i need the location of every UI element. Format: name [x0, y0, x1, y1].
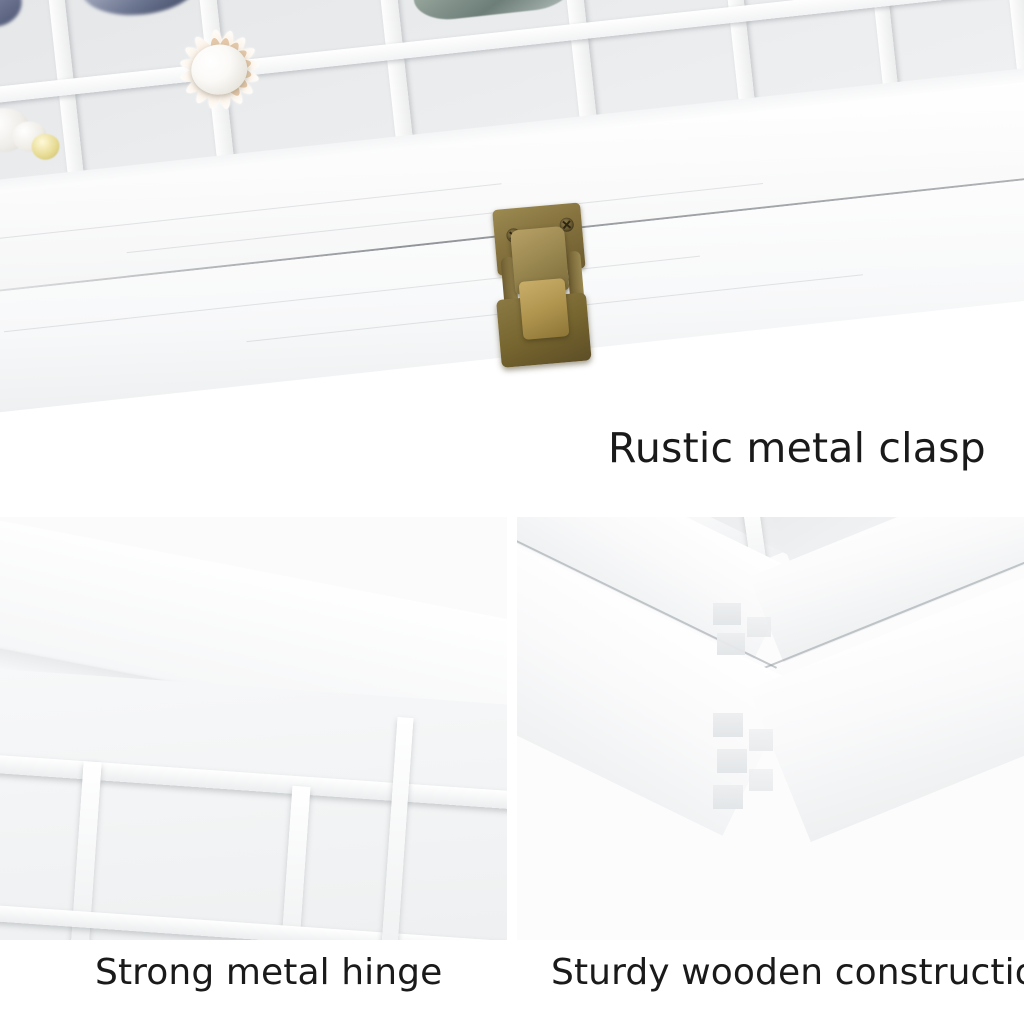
- finger-joint: [749, 729, 773, 751]
- divider-horizontal: [0, 750, 507, 817]
- finger-joint: [713, 785, 743, 809]
- caption-sturdy-wooden-construction: Sturdy wooden construction: [551, 952, 1024, 993]
- divider-vertical: [376, 716, 414, 940]
- finger-joint: [717, 633, 745, 655]
- gutter-vertical: [505, 505, 519, 945]
- caption-strong-metal-hinge: Strong metal hinge: [95, 952, 443, 993]
- caption-rustic-metal-clasp: Rustic metal clasp: [608, 424, 986, 472]
- finger-joint: [749, 769, 773, 791]
- brooch-gold-sunburst: [117, 0, 322, 154]
- finger-joint: [713, 713, 743, 737]
- panel-sturdy-wooden-construction: [517, 517, 1024, 940]
- panel-strong-metal-hinge: [0, 517, 507, 940]
- metal-clasp-hardware: [482, 202, 604, 371]
- finger-joint: [747, 617, 771, 637]
- finger-joint: [717, 749, 747, 773]
- tray-interior-bottom-left: [0, 667, 507, 940]
- caption-strip: [0, 938, 1024, 1024]
- clasp-tongue: [518, 278, 570, 340]
- divider-vertical: [277, 785, 311, 940]
- panel-rustic-metal-clasp: Rustic metal clasp: [0, 0, 1024, 512]
- finger-joint: [713, 603, 741, 625]
